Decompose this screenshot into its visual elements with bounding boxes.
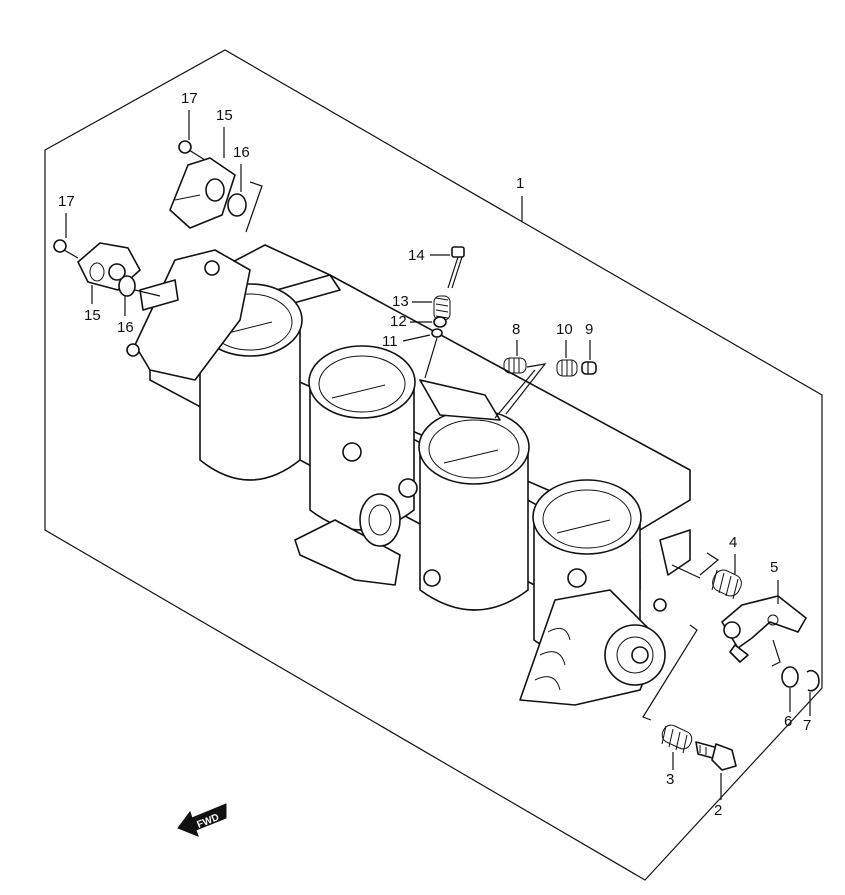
circlip-7 bbox=[806, 669, 820, 692]
o-ring-16-upper bbox=[227, 193, 247, 217]
callout-3: 3 bbox=[666, 771, 674, 788]
assembly-frame bbox=[44, 49, 823, 881]
o-ring-11 bbox=[431, 328, 443, 338]
plug-9 bbox=[581, 361, 597, 375]
spring-3 bbox=[661, 724, 693, 754]
adjusting-screw-2 bbox=[695, 741, 737, 771]
spring-8 bbox=[503, 357, 527, 374]
callout-4: 4 bbox=[729, 534, 737, 551]
callout-15-upper: 15 bbox=[216, 107, 233, 124]
fwd-arrow-icon: FWD bbox=[177, 803, 227, 837]
callout-14: 14 bbox=[408, 247, 425, 264]
callout-11: 11 bbox=[382, 333, 398, 350]
callout-12: 12 bbox=[390, 313, 407, 330]
o-ring-16-left bbox=[118, 275, 136, 297]
screw-17-left bbox=[53, 239, 79, 259]
screw-14 bbox=[447, 246, 465, 289]
spring-4 bbox=[711, 569, 742, 600]
callout-2: 2 bbox=[714, 802, 722, 819]
throttle-bore-2 bbox=[308, 345, 416, 531]
lever-5 bbox=[721, 595, 807, 663]
throttle-bore-3 bbox=[398, 409, 530, 611]
callout-15-left: 15 bbox=[84, 307, 101, 324]
callout-1: 1 bbox=[516, 175, 524, 192]
callout-8: 8 bbox=[512, 321, 520, 338]
washer-6 bbox=[781, 666, 799, 688]
spring-13 bbox=[433, 295, 451, 321]
throttle-body-assembly bbox=[126, 244, 701, 706]
callout-6: 6 bbox=[784, 713, 792, 730]
callout-16-left: 16 bbox=[117, 319, 134, 336]
throttle-position-sensor-upper bbox=[169, 157, 236, 229]
screw-17-upper bbox=[178, 140, 206, 161]
callout-17-left: 17 bbox=[58, 193, 75, 210]
callout-16-upper: 16 bbox=[233, 144, 250, 161]
callout-7: 7 bbox=[803, 717, 811, 734]
callout-17-upper: 17 bbox=[181, 90, 198, 107]
callout-10: 10 bbox=[556, 321, 573, 338]
throttle-pulley bbox=[519, 529, 701, 706]
spring-10 bbox=[556, 359, 578, 377]
callout-5: 5 bbox=[770, 559, 778, 576]
callout-9: 9 bbox=[585, 321, 593, 338]
washer-12 bbox=[433, 316, 447, 328]
callout-13: 13 bbox=[392, 293, 409, 310]
